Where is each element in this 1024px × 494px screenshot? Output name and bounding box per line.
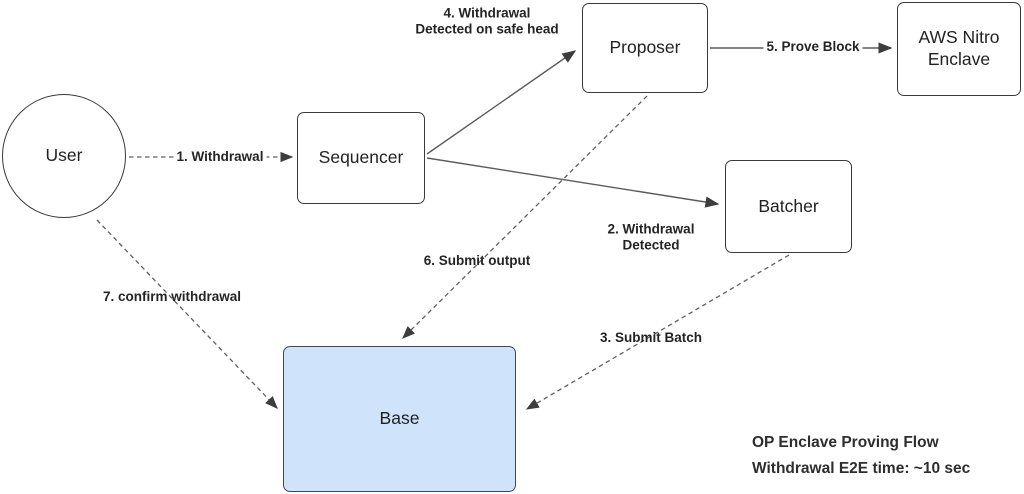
edge-label-submit-output: 6. Submit output (423, 252, 531, 268)
node-base: Base (283, 346, 516, 492)
edge-label-confirm-withdrawal: 7. confirm withdrawal (102, 288, 242, 304)
edge-submit-output (402, 95, 648, 339)
node-user-label: User (45, 145, 83, 166)
node-proposer-label: Proposer (609, 37, 681, 58)
node-batcher-label: Batcher (758, 195, 819, 216)
edge-withdrawal-detected-safe-head (426, 50, 577, 155)
node-aws-nitro-enclave-label: AWS Nitro Enclave (918, 27, 1000, 69)
node-sequencer-label: Sequencer (318, 147, 404, 168)
edge-label-withdrawal-detected: 2. Withdrawal Detected (607, 221, 695, 253)
caption-e2e-time: Withdrawal E2E time: ~10 sec (752, 460, 971, 477)
node-aws-nitro-enclave: AWS Nitro Enclave (897, 2, 1021, 96)
caption-title: OP Enclave Proving Flow (752, 434, 939, 451)
edge-withdrawal-detected (426, 157, 720, 208)
node-user: User (2, 94, 126, 218)
node-proposer: Proposer (582, 3, 708, 93)
edge-submit-batch (525, 254, 790, 410)
edge-label-withdrawal-detected-safe-head: 4. Withdrawal Detected on safe head (415, 5, 559, 37)
node-sequencer: Sequencer (297, 112, 425, 204)
edge-label-submit-batch: 3. Submit Batch (599, 329, 703, 345)
node-base-label: Base (379, 408, 420, 429)
edge-label-withdrawal: 1. Withdrawal (173, 148, 267, 166)
edge-confirm-withdrawal (96, 219, 278, 409)
edge-label-prove-block: 5. Prove Block (763, 38, 863, 56)
diagram-caption: OP Enclave Proving Flow Withdrawal E2E t… (752, 430, 970, 482)
node-batcher: Batcher (725, 160, 852, 253)
